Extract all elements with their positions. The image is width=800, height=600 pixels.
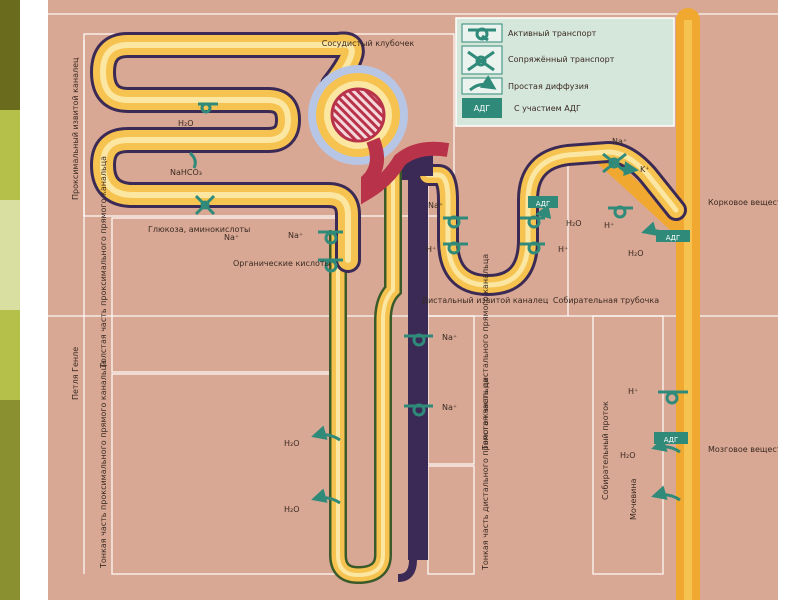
side-decoration-strip xyxy=(0,0,20,600)
legend-coupled-transport: Сопряжённый транспорт xyxy=(508,55,615,64)
glomerulus xyxy=(308,65,450,205)
active-transport-icon xyxy=(443,215,468,229)
h-label-1: H⁺ xyxy=(426,245,436,254)
coupled-transport-icon xyxy=(194,194,216,216)
cortex-label: Корковое вещество xyxy=(708,198,778,207)
na-label-3: Na⁺ xyxy=(442,333,457,342)
active-transport-icon xyxy=(318,258,343,273)
h2o-diffusion-arrow xyxy=(651,437,681,454)
adh-badge-medulla xyxy=(654,432,688,444)
transport-icons xyxy=(188,102,688,417)
h2o-label-5: H₂O xyxy=(628,249,644,258)
diffusion-icon xyxy=(188,151,197,169)
distal-tubule xyxy=(394,140,687,560)
active-transport-icon xyxy=(198,102,218,114)
adh-badge-distal xyxy=(528,196,558,208)
thin-proximal-straight-label: Тонкая часть проксимального прямого кана… xyxy=(99,360,108,569)
h-label-3: H⁺ xyxy=(604,221,614,230)
afferent-arteriole xyxy=(361,137,450,205)
glucose-label: Глюкоза, аминокислоты xyxy=(148,225,250,234)
strip-block-5 xyxy=(0,400,20,600)
labels: Сосудистый клубочек H₂O NaHCO₃ Глюкоза, … xyxy=(148,39,778,514)
active-transport-icon xyxy=(520,241,545,255)
thick-distal-straight-label: Толстая часть дистального прямого каналь… xyxy=(481,254,490,451)
distal-tubule-label: Дистальный извитой каналец xyxy=(422,296,549,305)
na-label-6: Na⁺ xyxy=(612,137,627,146)
nahco3-label: NaHCO₃ xyxy=(170,168,202,177)
active-transport-icon xyxy=(658,390,688,405)
active-transport-icon xyxy=(443,241,468,255)
loop-of-henle xyxy=(329,170,417,585)
na-label-4: Na⁺ xyxy=(442,403,457,412)
adh-badge-collecting xyxy=(656,230,690,242)
h2o-label-1: H₂O xyxy=(178,119,194,128)
legend-active-transport-icon xyxy=(468,27,496,42)
adh-label-medulla: АДГ xyxy=(664,436,679,444)
legend-simple-diffusion: Простая диффузия xyxy=(508,82,589,91)
k-label: K⁺ xyxy=(640,165,649,174)
strip-block-2 xyxy=(0,110,20,200)
strip-block-3 xyxy=(0,200,20,310)
na-label-1: Na⁺ xyxy=(224,233,239,242)
active-transport-icon xyxy=(318,230,343,245)
nephron-diagram: Активный транспорт Сопряжённый транспорт… xyxy=(48,0,778,600)
active-transport-icon xyxy=(404,333,433,347)
proximal-convoluted-label: Проксимальный извитой каналец xyxy=(71,57,80,200)
capillary-tuft xyxy=(330,87,386,143)
adh-label-collecting: АДГ xyxy=(666,234,681,242)
strip-block-4 xyxy=(0,310,20,400)
urea-diffusion-arrow xyxy=(651,485,681,502)
adh-label-distal: АДГ xyxy=(536,200,551,208)
glomerulus-label: Сосудистый клубочек xyxy=(322,39,415,48)
h-label-2: H⁺ xyxy=(558,245,568,254)
proximal-tubule xyxy=(89,31,365,273)
h2o-label-6: H₂O xyxy=(620,451,636,460)
h-label-4: H⁺ xyxy=(628,387,638,396)
adh-arrow xyxy=(535,204,552,220)
medulla-label: Мозговое вещество xyxy=(708,445,778,454)
vertical-labels: Проксимальный извитой каналец Петля Генл… xyxy=(71,57,638,571)
h2o-label-3: H₂O xyxy=(284,505,300,514)
collecting-tubule-label: Собирательная трубочка xyxy=(553,296,659,305)
legend-adh-box: АДГ xyxy=(474,104,491,113)
active-transport-icon xyxy=(608,205,633,219)
na-label-2: Na⁺ xyxy=(288,231,303,240)
h2o-diffusion-arrow xyxy=(311,425,341,442)
h2o-label-4: H₂O xyxy=(566,219,582,228)
legend-active-transport: Активный транспорт xyxy=(508,29,597,38)
organic-acids-label: Органические кислоты xyxy=(233,259,331,268)
thick-proximal-straight-label: Толстая часть проксимального прямого кан… xyxy=(99,156,108,369)
legend-coupled-transport-icon xyxy=(467,50,495,72)
thin-distal-straight-label: Тонкая часть дистального прямого канальц… xyxy=(481,378,490,571)
h2o-diffusion-arrow xyxy=(311,488,341,505)
h2o-label-2: H₂O xyxy=(284,439,300,448)
urea-label: Мочевина xyxy=(629,478,638,520)
active-transport-icon xyxy=(404,403,433,417)
adh-badges: АДГ АДГ АДГ xyxy=(528,196,690,444)
legend-with-adh: С участием АДГ xyxy=(514,104,581,113)
legend-simple-diffusion-icon xyxy=(469,75,497,92)
k-secretion-arrow xyxy=(619,161,639,176)
loop-of-henle-label: Петля Генле xyxy=(71,347,80,400)
collecting-duct-label: Собирательный проток xyxy=(601,401,610,500)
glomerulus-label-text: Сосудистый клубочек xyxy=(322,39,415,48)
na-label-5: Na⁺ xyxy=(428,201,443,210)
strip-block-1 xyxy=(0,0,20,110)
legend: Активный транспорт Сопряжённый транспорт… xyxy=(455,17,675,127)
legend-adh-badge xyxy=(462,98,502,118)
diffusion-arrows xyxy=(311,161,681,505)
